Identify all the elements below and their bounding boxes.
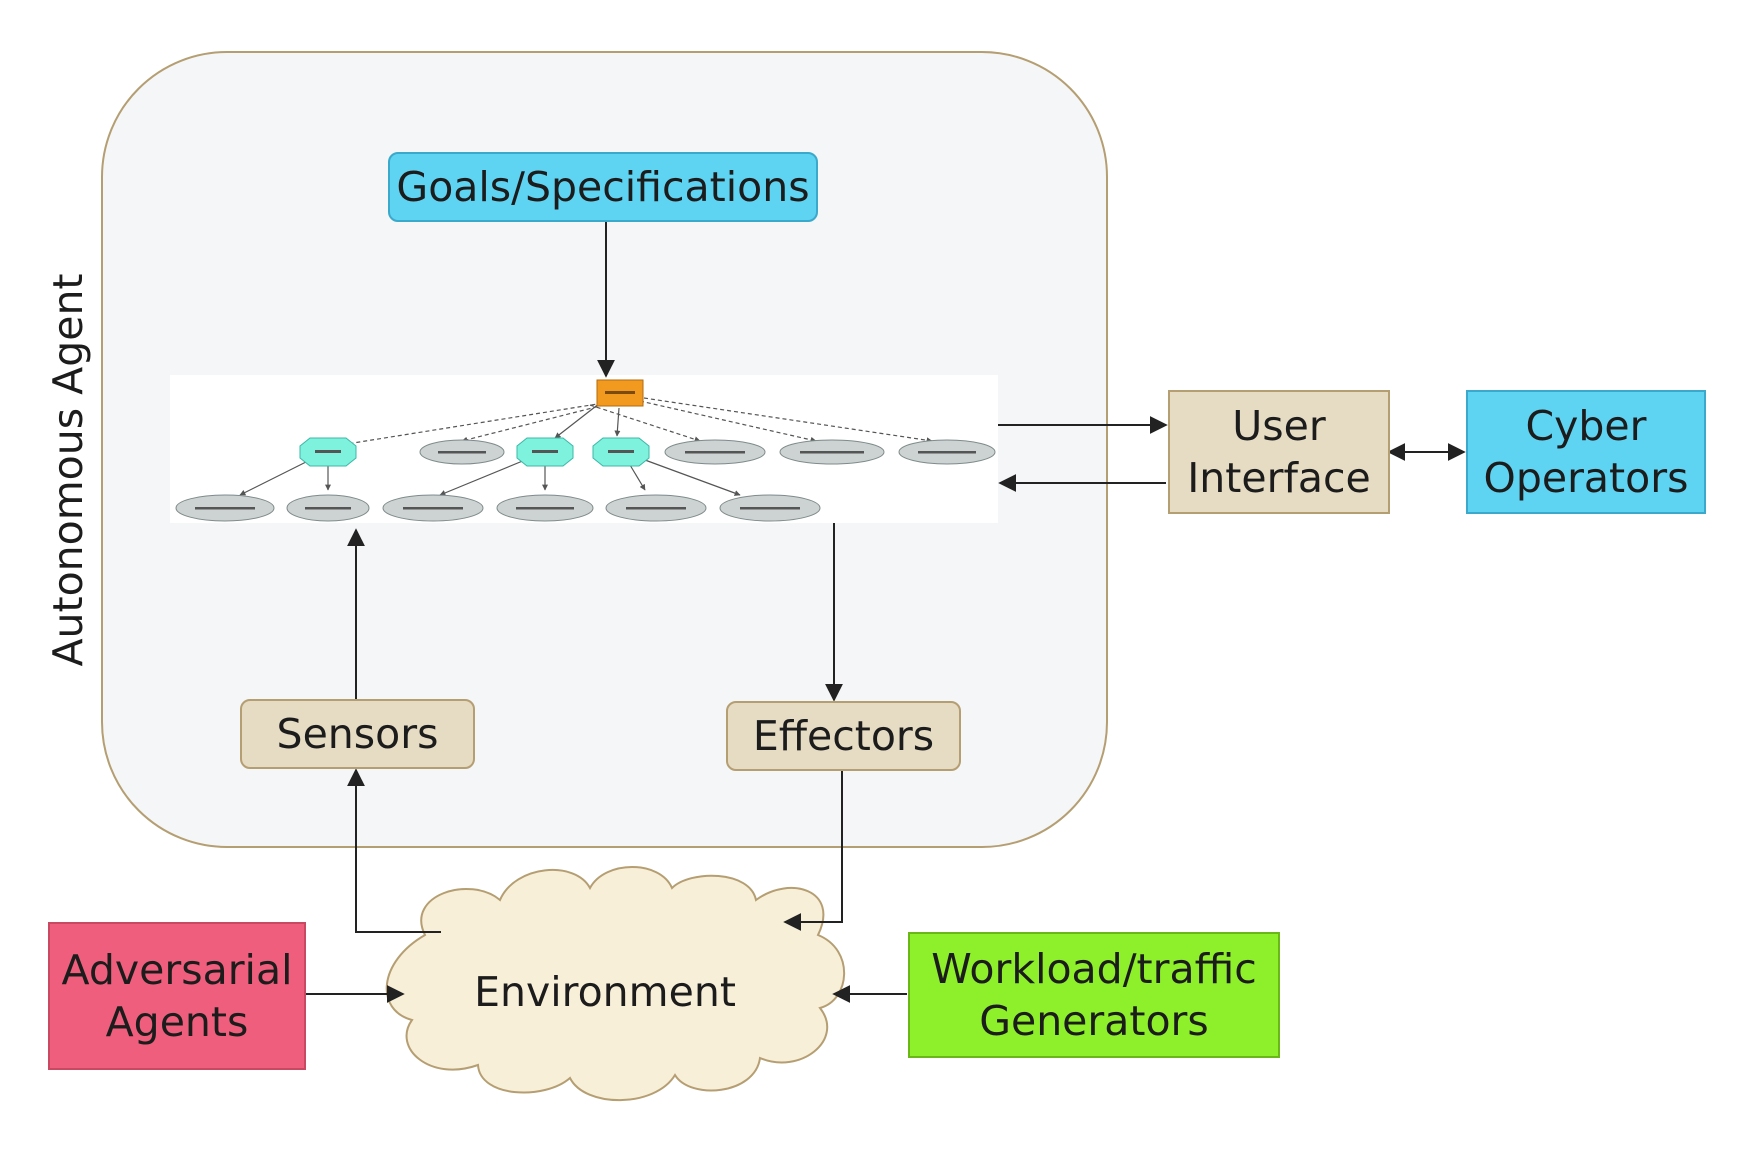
adversarial-agents-box: Adversarial Agents (48, 922, 306, 1070)
cyber-operators-box: Cyber Operators (1466, 390, 1706, 514)
tree-node-text-stub (685, 451, 745, 454)
tree-node-text-stub (800, 451, 864, 454)
goal-tree-graph (170, 375, 998, 523)
workload-traffic-generators-label-line2: Generators (979, 997, 1209, 1045)
tree-edge (461, 404, 605, 443)
adversarial-agents-label-line1: Adversarial (61, 945, 293, 994)
cyber-operators-label-line2: Operators (1483, 454, 1689, 502)
tree-edge (554, 402, 601, 439)
cyber-operators-label-line1: Cyber (1525, 401, 1647, 450)
tree-node-text-stub (532, 450, 558, 453)
arrow-effectors-to-environment (783, 770, 843, 931)
tree-node-text-stub (438, 451, 486, 454)
workload-traffic-generators-label-line1: Workload/traffic (931, 944, 1257, 993)
adversarial-agents-label-line2: Agents (105, 998, 249, 1046)
tree-edge (239, 459, 311, 496)
user-interface-label-line2: Interface (1187, 454, 1371, 502)
tree-node-text-stub (918, 451, 976, 454)
tree-node-text-stub (740, 507, 800, 510)
workload-traffic-generators-box: Workload/traffic Generators (908, 932, 1280, 1058)
tree-edge (639, 400, 817, 443)
user-interface-label-line1: User (1232, 401, 1326, 450)
arrow-environment-to-sensors (347, 768, 441, 933)
effectors-label: Effectors (752, 711, 935, 760)
user-interface-box: User Interface (1168, 390, 1390, 514)
tree-node-text-stub (403, 507, 463, 510)
goals-specifications-box: Goals/Specifications (388, 152, 818, 222)
tree-edge (644, 459, 741, 496)
tree-edge (629, 464, 646, 491)
goals-specifications-label: Goals/Specifications (396, 162, 810, 211)
environment-label: Environment (474, 968, 736, 1016)
tree-edge (614, 407, 621, 437)
environment-cloud (385, 866, 846, 1102)
autonomous-agent-label-text: Autonomous Agent (44, 273, 92, 667)
tree-edge (589, 404, 701, 443)
tree-node-text-stub (516, 507, 574, 510)
tree-node-text-stub (315, 450, 341, 453)
tree-node-text-stub (626, 507, 686, 510)
tree-node-text-stub (605, 391, 635, 394)
tree-node-text-stub (608, 450, 634, 453)
sensors-box: Sensors (240, 699, 475, 769)
sensors-label: Sensors (276, 709, 439, 758)
tree-node-text-stub (195, 507, 255, 510)
tree-edge (439, 459, 526, 496)
tree-node-text-stub (305, 507, 351, 510)
effectors-box: Effectors (726, 701, 961, 771)
